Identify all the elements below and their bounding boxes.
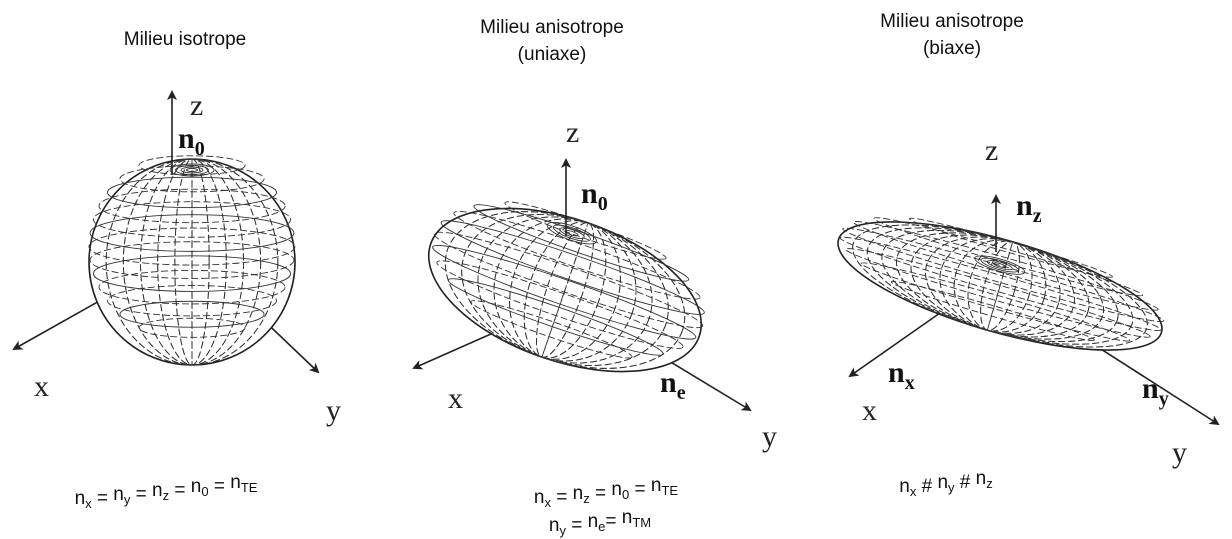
panel-3-z-label: z [985,134,998,167]
sphere-mesh [88,155,296,366]
panel-2-ne-label: ne [660,366,686,404]
panel-2-n0-label: n0 [581,177,608,215]
panel-uniaxe: Milieu anisotrope (uniaxe) z n0 ne x y n… [412,17,777,538]
panel-1-formula-line-1: nx = ny = nz = n0 = nTE [75,472,258,511]
panel-3-x-label: x [862,394,877,427]
panel-2-title-line-2: (uniaxe) [518,44,587,65]
panel-2-formula-line-2: ny = ne= nTM [549,507,651,538]
panel-3-ny-label: ny [1142,372,1169,410]
uniaxe-ellipsoid [427,201,705,373]
panel-2-y-label: y [762,420,777,453]
panel-1-x-label: x [34,370,49,403]
panel-isotrope: Milieu isotrope z n0 x y nx = ny = nz = … [12,29,341,511]
panel-3-nz-label: nz [1016,189,1042,227]
panel-3-y-label: y [1172,436,1187,469]
panel-2-title-line-1: Milieu anisotrope [480,17,624,38]
uniaxe-mesh [432,201,705,369]
panel-1-z-label: z [190,89,203,122]
panel-1-n0-label: n0 [178,122,205,160]
panel-2-formula-line-1: nx = nz = n0 = nTE [534,475,678,510]
panel-1-y-label: y [326,394,341,427]
biaxe-mesh [839,217,1165,348]
panel-biaxe: Milieu anisotrope (biaxe) z nz nx ny x y… [837,11,1220,499]
biaxe-ellipsoid [837,217,1165,351]
panel-3-nx-label: nx [888,356,915,394]
panel-3-title-line-2: (biaxe) [923,38,981,59]
panel-3-formula-line-1: nx # ny # nz [899,468,992,499]
isotrope-sphere [88,155,296,366]
panel-1-title-line-1: Milieu isotrope [124,29,247,50]
panel-2-x-label: x [448,382,463,415]
panel-3-title-line-1: Milieu anisotrope [880,11,1024,32]
panel-2-z-label: z [566,116,579,149]
